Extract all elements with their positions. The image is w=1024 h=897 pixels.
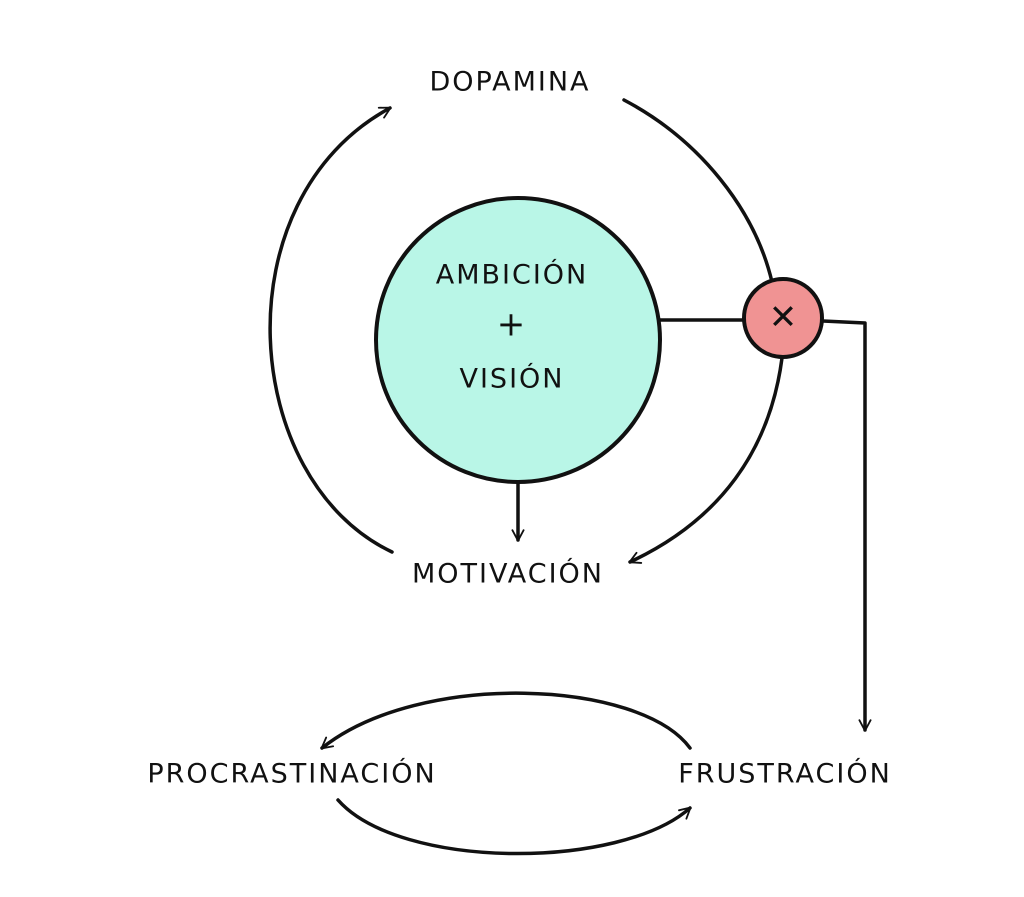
label-motivacion: MOTIVACIÓN bbox=[412, 558, 604, 590]
core-label-ambicion: AMBICIÓN bbox=[436, 259, 589, 291]
arrow-block-to-motivacion bbox=[628, 356, 784, 564]
label-dopamina: DOPAMINA bbox=[430, 67, 591, 98]
label-frustracion: FRUSTRACIÓN bbox=[678, 758, 892, 790]
block-circle bbox=[742, 277, 824, 359]
arrow-frustracion-to-procrastinacion bbox=[320, 691, 692, 750]
block-x-icon: ✕ bbox=[769, 298, 798, 338]
arrow-block-to-frustracion bbox=[821, 319, 872, 732]
line-dopamina-to-block bbox=[622, 98, 774, 284]
core-label-plus: + bbox=[497, 305, 528, 345]
arrow-procrastinacion-to-frustracion bbox=[336, 798, 692, 856]
label-procrastinacion: PROCRASTINACIÓN bbox=[147, 758, 436, 790]
core-circle bbox=[374, 196, 662, 484]
arrow-motivacion-to-dopamina bbox=[268, 106, 394, 554]
core-label-vision: VISIÓN bbox=[460, 363, 565, 395]
